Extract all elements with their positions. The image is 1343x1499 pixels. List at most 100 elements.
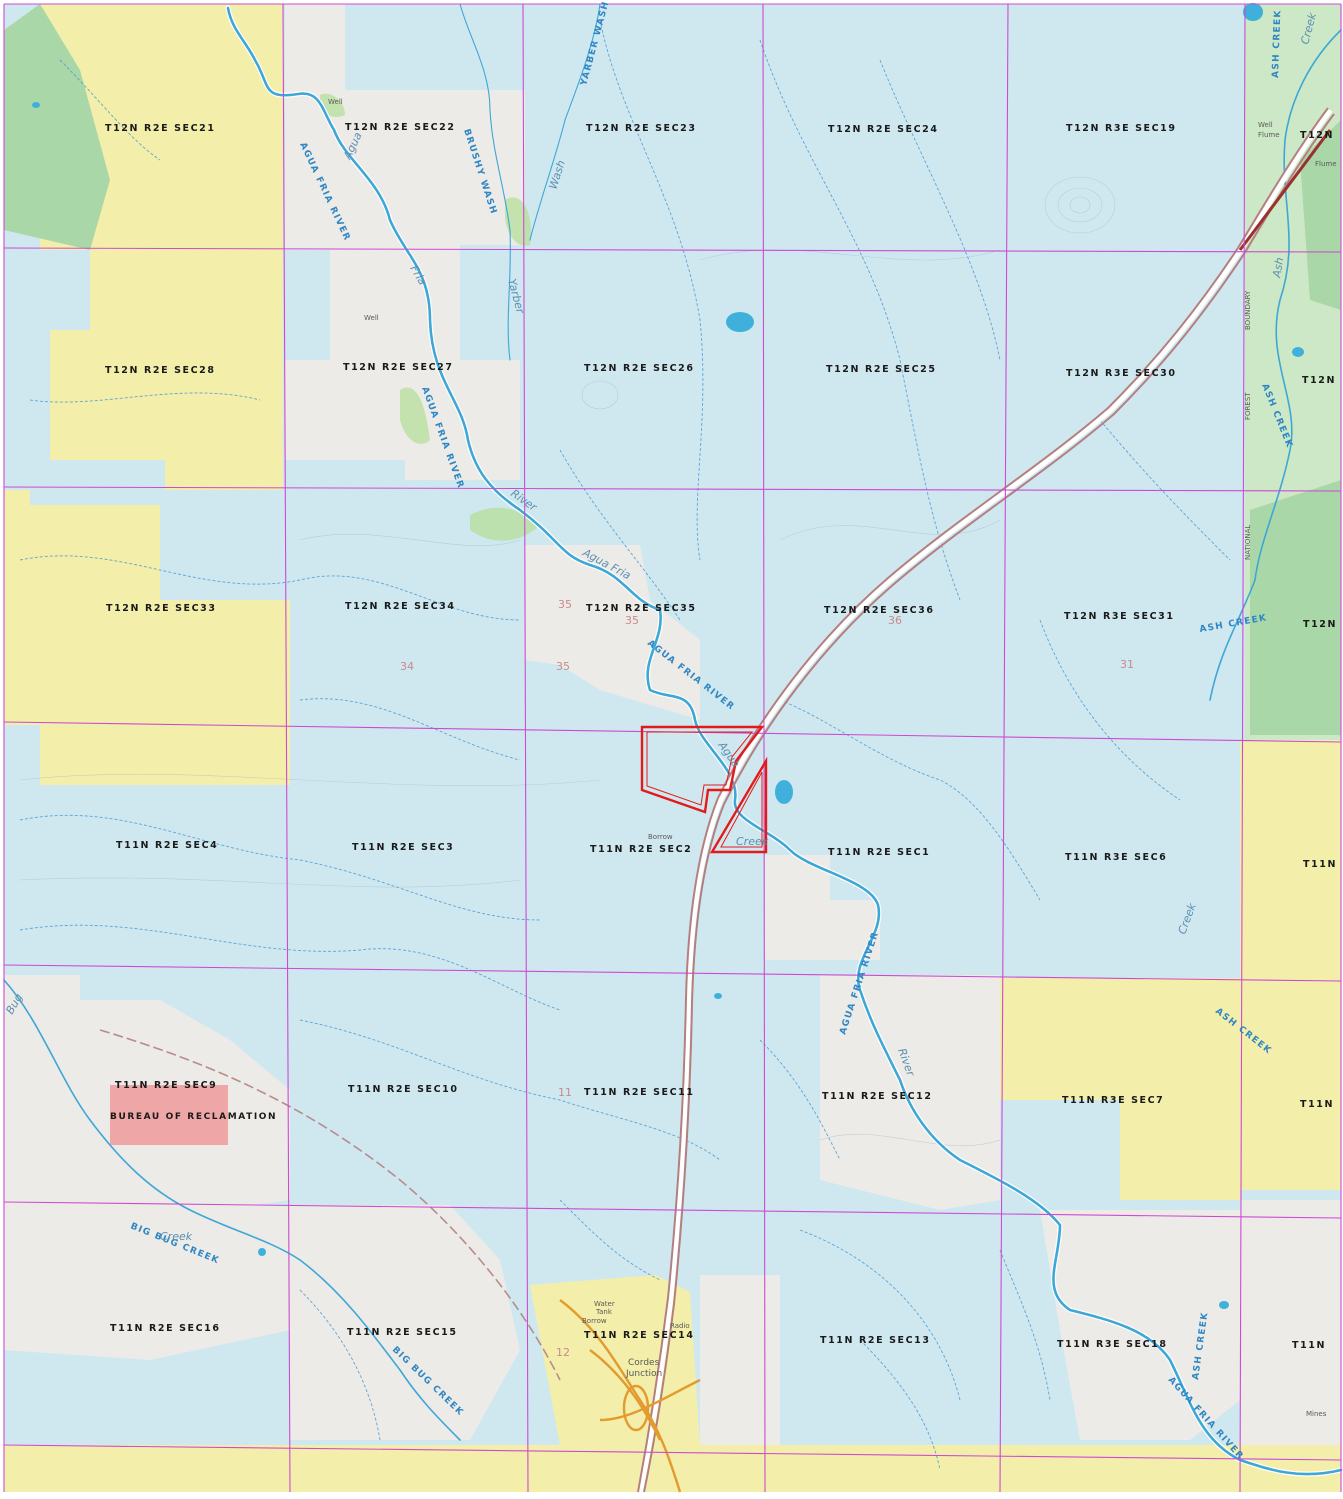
place-labels: Cordes Junction Water Tank Borrow Radio …	[328, 98, 1337, 1418]
section-label-t12n-r2e-sec33: T12N R2E SEC33	[106, 603, 217, 614]
section-label-t11n-r2e-sec9: T11N R2E SEC9	[115, 1080, 217, 1091]
section-number: 12	[556, 1346, 570, 1359]
place-label: FOREST	[1244, 392, 1252, 420]
place-label: Borrow	[582, 1317, 607, 1325]
state-trust-land	[40, 725, 290, 785]
section-label-t11n-r2e-sec4: T11N R2E SEC4	[116, 840, 218, 851]
pond	[1219, 1301, 1229, 1309]
private-land	[525, 545, 700, 720]
place-label: Flume	[1258, 131, 1280, 139]
highway-lane	[643, 113, 1335, 1493]
state-trust-land	[1240, 740, 1341, 1190]
section-label-t12n-r3e-sec19: T12N R3E SEC19	[1066, 123, 1177, 134]
section-number: 35	[558, 598, 572, 611]
highway-casing	[637, 108, 1333, 1493]
pond	[726, 312, 754, 332]
subject-parcel-west	[640, 725, 765, 814]
state-trust-land	[40, 4, 283, 490]
railroad	[99, 1029, 561, 1381]
place-label: Well	[1258, 121, 1273, 129]
agua-fria-river	[226, 6, 1343, 1476]
river-layer	[3, 3, 1343, 1477]
place-label: Well	[328, 98, 343, 106]
state-trust-land	[4, 490, 290, 725]
ash-creek-label: ASH CREEK	[1271, 9, 1283, 78]
edge-labels: T12N T12N T12N T11N T11N T11N	[1292, 130, 1337, 1351]
private-land	[765, 855, 880, 960]
section-label-t12n-r3e-sec30: T12N R3E SEC30	[1066, 368, 1177, 379]
drainage-layer	[19, 19, 1231, 1471]
pond-layer	[32, 3, 1304, 1309]
private-land	[290, 1205, 520, 1440]
section-number-labels: 35 35 36 34 35 31 11 12	[400, 598, 1134, 1359]
subject-parcel-east-inner	[720, 771, 763, 848]
edge-label: T11N	[1300, 1099, 1334, 1110]
section-label-t12n-r2e-sec34: T12N R2E SEC34	[345, 601, 456, 612]
section-label-t12n-r2e-sec36: T12N R2E SEC36	[824, 605, 935, 616]
forest-dark	[1300, 120, 1341, 310]
section-label-t11n-r2e-sec14: T11N R2E SEC14	[584, 1330, 695, 1341]
section-label-t11n-r3e-sec7: T11N R3E SEC7	[1062, 1095, 1164, 1106]
cordes-junction-interchange	[559, 1299, 701, 1493]
pond	[1292, 347, 1304, 357]
edge-label: T12N	[1300, 130, 1334, 141]
subject-parcel-west-inner	[646, 731, 754, 806]
private-land	[820, 975, 1000, 1210]
bureau-of-reclamation-label: BUREAU OF RECLAMATION	[110, 1112, 277, 1122]
yarber-wash	[529, 3, 601, 241]
section-label-t12n-r2e-sec24: T12N R2E SEC24	[828, 124, 939, 135]
interstate-highway	[637, 107, 1335, 1493]
section-label-t11n-r2e-sec11: T11N R2E SEC11	[584, 1087, 695, 1098]
forest-dark	[4, 4, 110, 250]
place-label: Water	[594, 1300, 615, 1308]
section-number: 11	[558, 1086, 572, 1099]
big-bug-creek	[3, 979, 461, 1441]
section-label-t12n-r2e-sec25: T12N R2E SEC25	[826, 364, 937, 375]
place-label: Borrow	[648, 833, 673, 841]
section-label-t12n-r2e-sec28: T12N R2E SEC28	[105, 365, 216, 376]
highway-lane	[637, 107, 1329, 1493]
place-label: Flume	[1315, 160, 1337, 168]
private-land	[1240, 1200, 1341, 1445]
contour-layer	[19, 176, 1116, 1147]
edge-label: T12N	[1302, 375, 1336, 386]
edge-label: T11N	[1292, 1340, 1326, 1351]
place-label: Mines	[1306, 1410, 1327, 1418]
section-label-t12n-r3e-sec31: T12N R3E SEC31	[1064, 611, 1175, 622]
place-label: NATIONAL	[1244, 525, 1252, 560]
section-label-t12n-r2e-sec22: T12N R2E SEC22	[345, 122, 456, 133]
private-land	[700, 1275, 780, 1445]
section-label-t12n-r2e-sec35: T12N R2E SEC35	[586, 603, 697, 614]
private-land	[1040, 1210, 1240, 1440]
section-label-t11n-r2e-sec15: T11N R2E SEC15	[347, 1327, 458, 1338]
private-land	[4, 1205, 290, 1360]
topo-label: Creek	[160, 1230, 193, 1243]
section-label-t12n-r2e-sec21: T12N R2E SEC21	[105, 123, 216, 134]
place-label: Radio	[670, 1322, 690, 1330]
pond	[1243, 3, 1263, 21]
section-label-t11n-r3e-sec18: T11N R3E SEC18	[1057, 1339, 1168, 1350]
section-label-t11n-r2e-sec1: T11N R2E SEC1	[828, 847, 930, 858]
section-label-t11n-r2e-sec16: T11N R2E SEC16	[110, 1323, 221, 1334]
section-label-t11n-r2e-sec3: T11N R2E SEC3	[352, 842, 454, 853]
topo-label: Ash	[1270, 256, 1286, 279]
section-label-t11n-r2e-sec12: T11N R2E SEC12	[822, 1091, 933, 1102]
place-label: Tank	[595, 1308, 613, 1316]
pond	[714, 993, 722, 999]
section-label-t11n-r2e-sec2: T11N R2E SEC2	[590, 844, 692, 855]
subject-parcel	[640, 725, 768, 854]
place-label: Junction	[625, 1369, 662, 1379]
section-number: 35	[556, 660, 570, 673]
state-trust-land	[1000, 978, 1240, 1200]
section-number: 34	[400, 660, 414, 673]
topo-label: Creek	[736, 835, 769, 848]
place-label: Well	[364, 314, 379, 322]
place-label: BOUNDARY	[1244, 290, 1252, 330]
brushy-wash	[459, 3, 511, 361]
section-label-t12n-r2e-sec26: T12N R2E SEC26	[584, 363, 695, 374]
section-label-t12n-r2e-sec27: T12N R2E SEC27	[343, 362, 454, 373]
edge-label: T12N	[1303, 619, 1337, 630]
section-label-t11n-r3e-sec6: T11N R3E SEC6	[1065, 852, 1167, 863]
